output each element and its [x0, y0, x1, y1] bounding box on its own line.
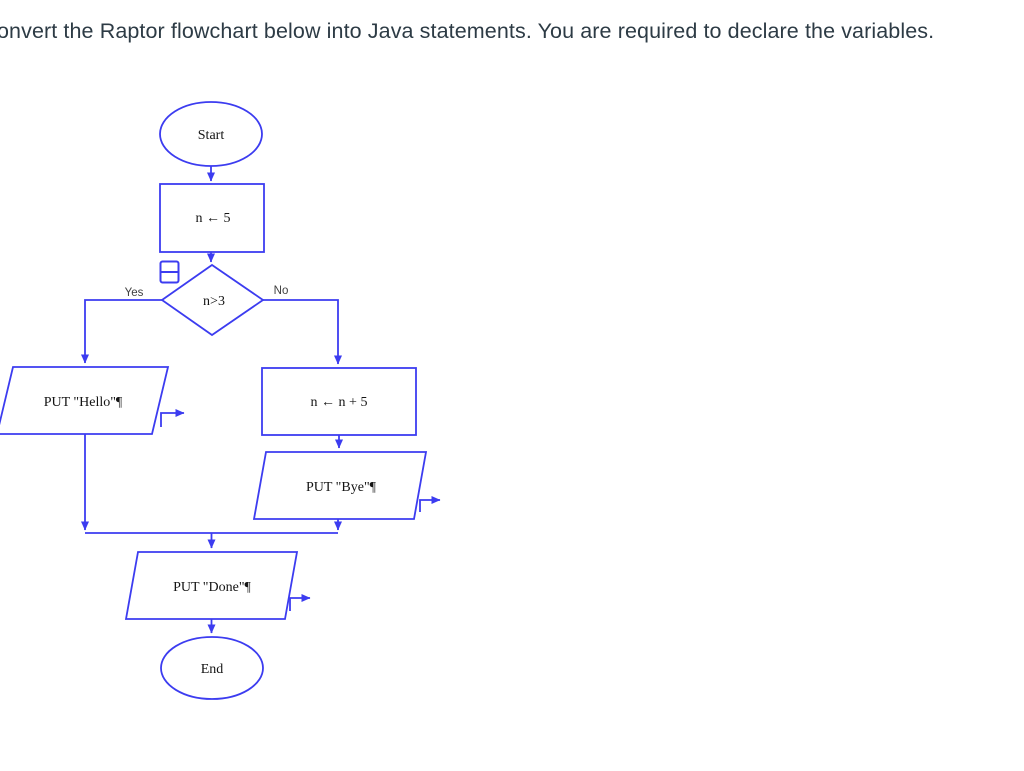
assign-plus-node-label: n ← n + 5 [311, 395, 368, 410]
put-hello-node-label: PUT "Hello"¶ [44, 395, 123, 410]
end-node [160, 636, 264, 700]
connector-yes-branch [81, 299, 162, 364]
end-node-label: End [201, 662, 224, 677]
collapse-box-icon [159, 260, 180, 284]
question-text: onvert the Raptor flowchart below into J… [0, 19, 935, 43]
put-bye-node [252, 451, 428, 520]
put-done-node-label: PUT "Done"¶ [173, 580, 251, 595]
put-hello-output-arrow-icon [160, 409, 185, 427]
assign-node-label: n ← 5 [196, 211, 231, 226]
put-done-node [124, 551, 299, 620]
put-bye-node-label: PUT "Bye"¶ [306, 480, 377, 495]
connector-no-branch [263, 299, 342, 365]
put-hello-node [0, 366, 170, 435]
assign-node [159, 183, 265, 253]
decision-node-label: n>3 [203, 294, 225, 309]
put-done-output-arrow-icon [289, 594, 311, 611]
put-bye-output-arrow-icon [419, 496, 441, 512]
yes-branch-label: Yes [125, 287, 144, 299]
no-branch-label: No [274, 285, 289, 297]
start-node-label: Start [198, 128, 225, 143]
